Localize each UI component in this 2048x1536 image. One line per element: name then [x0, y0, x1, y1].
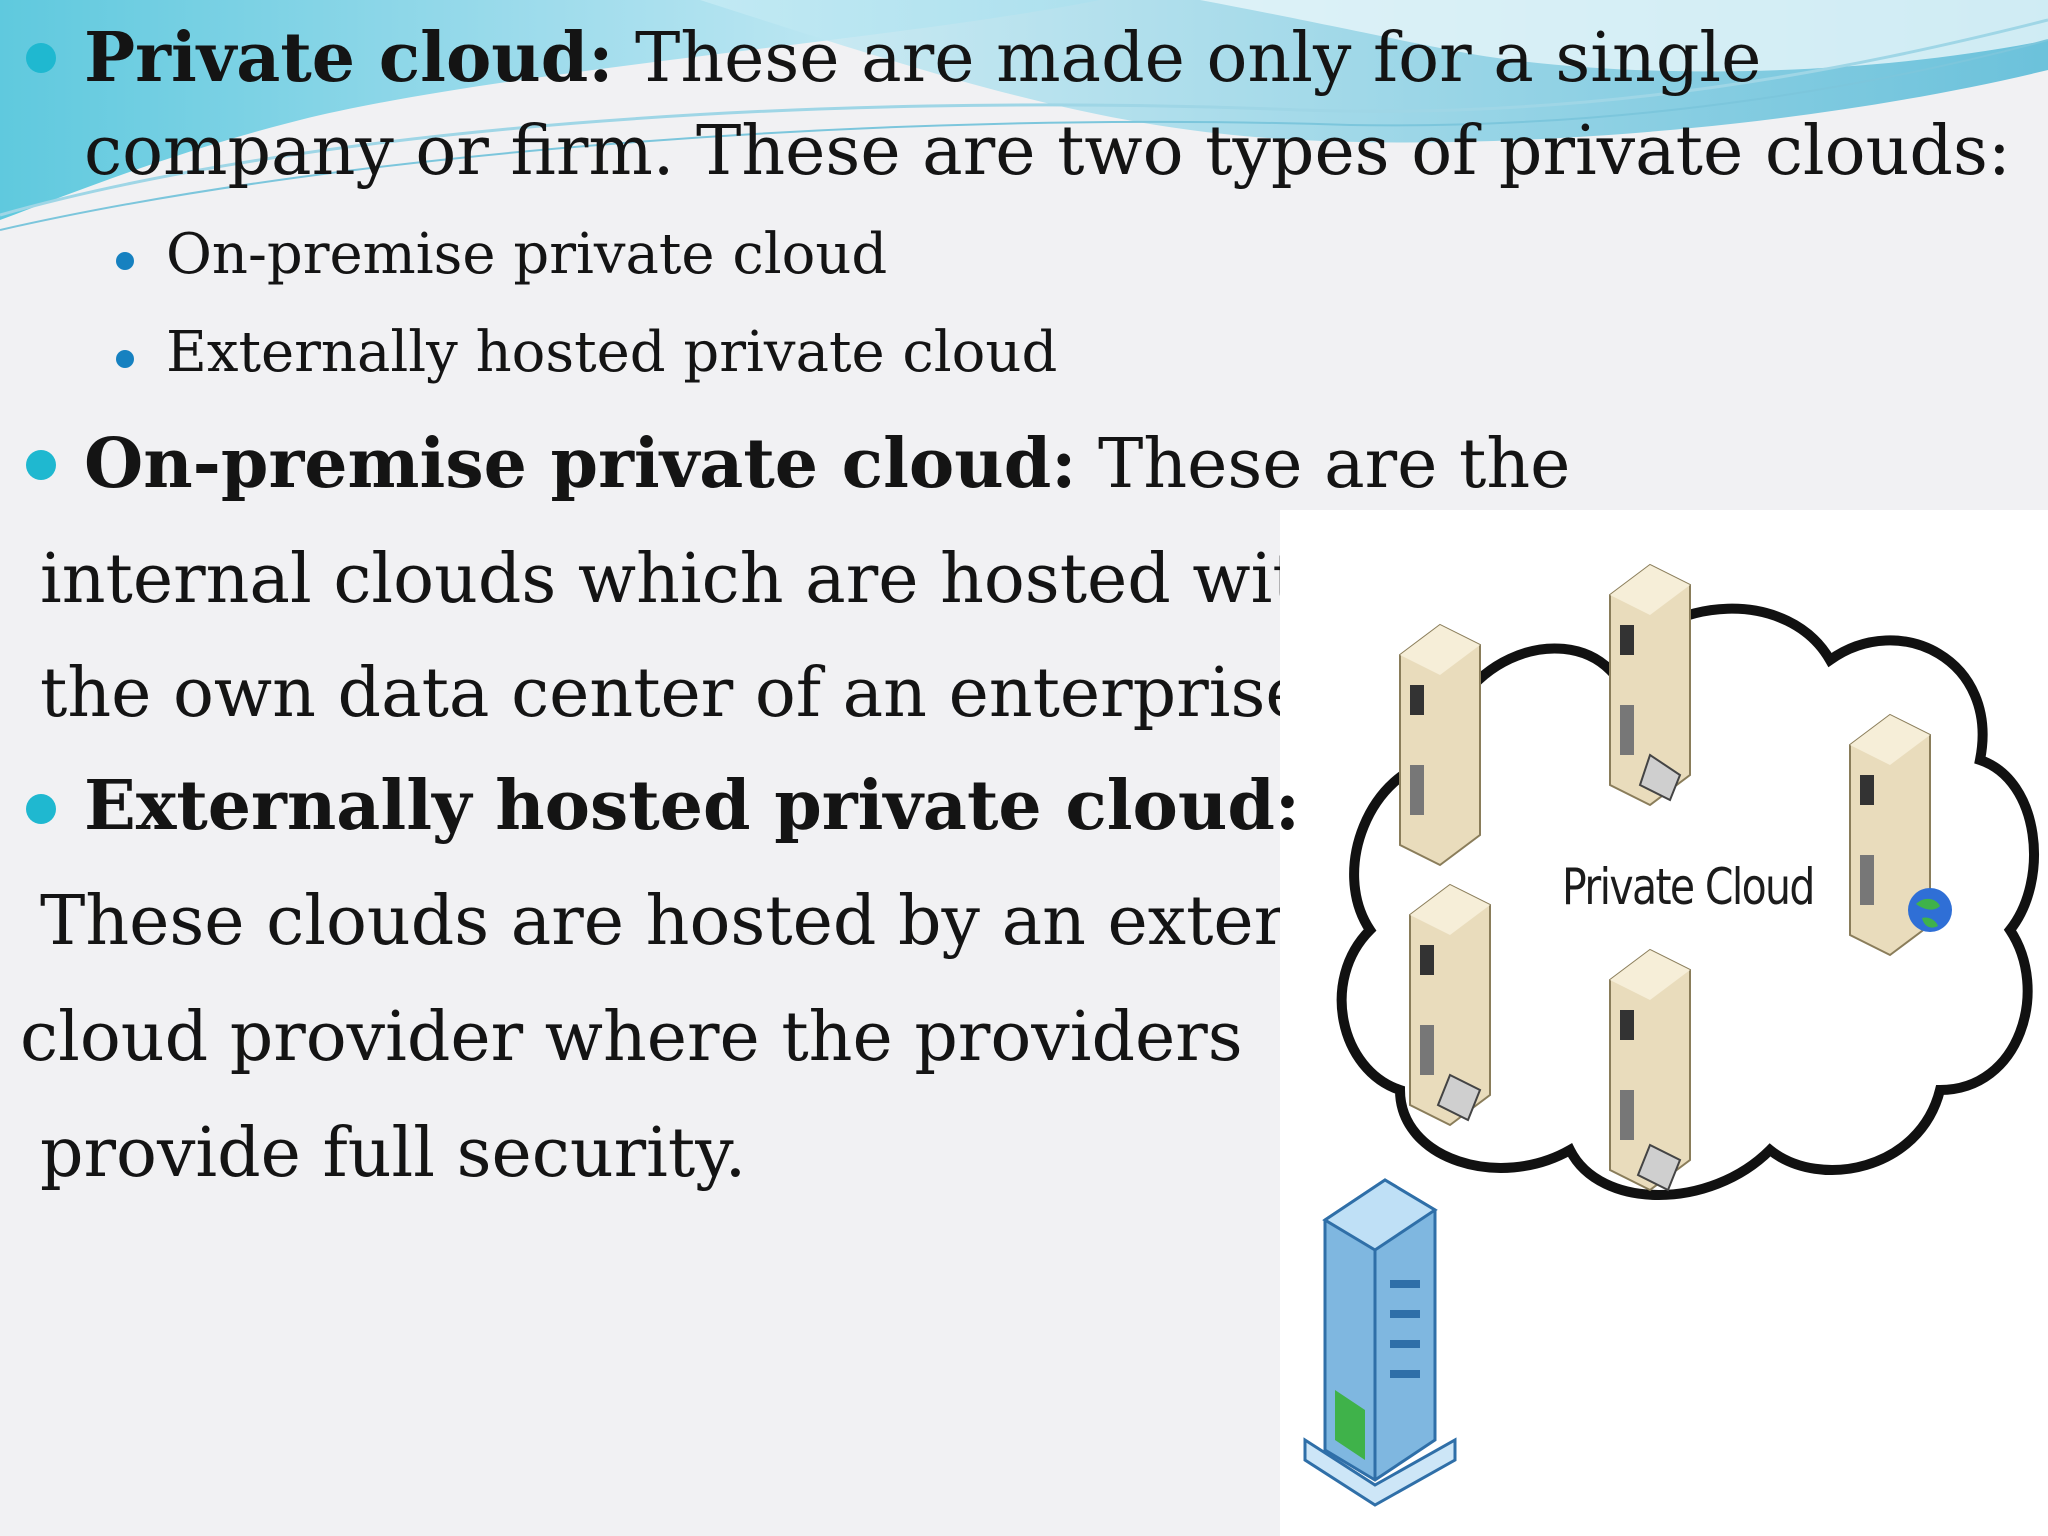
bullet-marker: [26, 43, 56, 73]
bullet-private-cloud-line1: Private cloud: These are made only for a…: [84, 18, 1761, 98]
bullet-text: cloud provider where the providers: [20, 998, 1243, 1077]
server-icon: [1409, 883, 1491, 1127]
bullet-on-premise-line1: On-premise private cloud: These are the: [84, 424, 1570, 504]
server-icon: [1399, 623, 1481, 867]
bullet-private-cloud-line2: company or firm. These are two types of …: [84, 112, 2011, 191]
bullet-text: These are made only for a single: [635, 19, 1762, 98]
bullet-externally-hosted-line4: provide full security.: [40, 1114, 746, 1193]
bullet-text: provide full security.: [40, 1114, 747, 1193]
server-icon: [1609, 563, 1691, 807]
server-icon: [1609, 948, 1691, 1192]
bullet-on-premise-line3: the own data center of an enterprise.: [40, 654, 1280, 733]
building-icon: [1303, 1178, 1457, 1507]
bullet-marker: [26, 794, 56, 824]
bullet-marker: [26, 450, 56, 480]
bullet-heading: Private cloud:: [84, 18, 614, 98]
bullet-on-premise-line2: internal clouds which are hosted wit: [40, 540, 1280, 619]
sub-item-on-premise: On-premise private cloud: [166, 222, 887, 287]
bullet-text: internal clouds which are hosted wit: [40, 540, 1280, 619]
sub-item-externally-hosted: Externally hosted private cloud: [166, 320, 1057, 385]
sub-bullet-marker: [116, 350, 134, 368]
sub-item-text: Externally hosted private cloud: [166, 320, 1058, 385]
globe-icon: [1908, 888, 1952, 932]
header-wave-decoration: [0, 0, 2048, 231]
private-cloud-diagram: Private Cloud: [1280, 510, 2048, 1536]
sub-item-text: On-premise private cloud: [166, 222, 888, 287]
cloud-label: Private Cloud: [1562, 858, 1815, 916]
bullet-text: These are the: [1097, 425, 1571, 504]
bullet-heading: Externally hosted private cloud:: [84, 766, 1300, 846]
server-icon: [1849, 713, 1931, 957]
bullet-text: These clouds are hosted by an extern: [40, 882, 1280, 961]
sub-bullet-marker: [116, 252, 134, 270]
bullet-externally-hosted-line3: cloud provider where the providers: [20, 998, 1243, 1077]
bullet-heading: On-premise private cloud:: [84, 424, 1077, 504]
bullet-text: company or firm. These are two types of …: [84, 112, 2011, 191]
bullet-externally-hosted-line1: Externally hosted private cloud:: [84, 766, 1300, 846]
bullet-text: the own data center of an enterprise.: [40, 654, 1280, 733]
bullet-externally-hosted-line2: These clouds are hosted by an extern: [40, 882, 1280, 961]
